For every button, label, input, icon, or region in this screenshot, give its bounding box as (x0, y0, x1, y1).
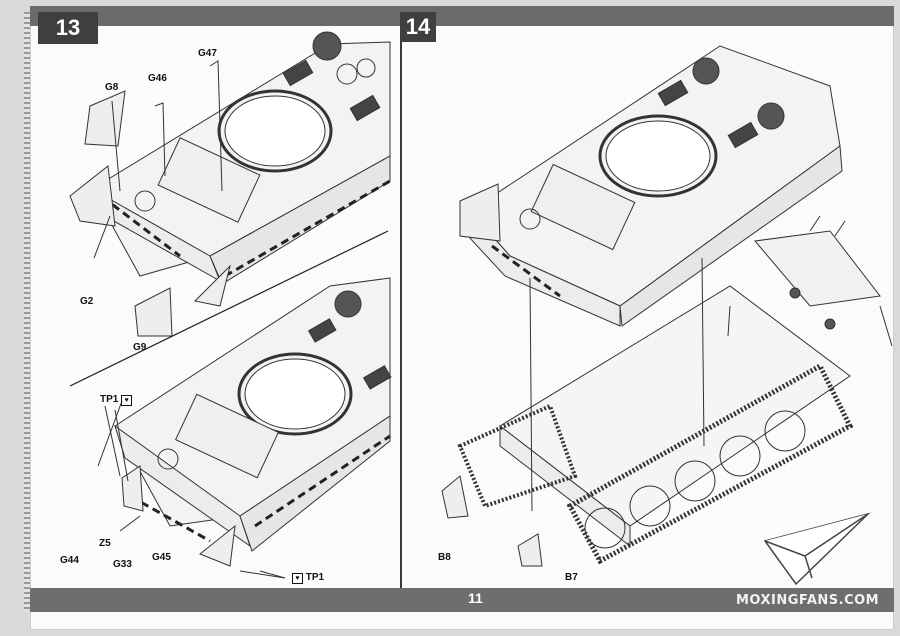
instruction-page: 13 14 (24, 6, 894, 630)
part-label-g2: G2 (80, 296, 94, 307)
step-13-badge: 13 (38, 12, 98, 44)
part-label-g47: G47 (198, 48, 217, 59)
part-label-g46: G46 (148, 73, 167, 84)
step-14-badge: 14 (400, 12, 436, 42)
part-label-g9: G9 (133, 342, 147, 353)
hull-rear-upper (69, 31, 391, 337)
track-left (457, 403, 578, 509)
hull-upper-step14 (459, 45, 843, 327)
hull-rear-lower (97, 277, 392, 579)
page-stack-edge (24, 12, 30, 612)
page-number: 11 (468, 590, 483, 606)
part-label-tp1-top: TP1 ♥ (100, 394, 133, 406)
watermark-text: MOXINGFANS.COM (736, 593, 880, 608)
footer-bar (30, 588, 894, 612)
track-right (566, 362, 854, 565)
hull-lower-tub (499, 215, 893, 548)
assembly-drawing (69, 31, 893, 586)
part-label-g33: G33 (113, 559, 132, 570)
top-header-bar (30, 6, 894, 26)
panel-divider (400, 26, 402, 588)
part-label-g8: G8 (105, 82, 119, 93)
glue-symbol-icon: ♥ (292, 573, 303, 584)
part-label-b8: B8 (438, 552, 451, 563)
part-label-z5: Z5 (99, 538, 111, 549)
part-label-tp1-bottom: ♥ TP1 (292, 572, 324, 584)
step-13-separator (69, 230, 389, 387)
part-label-g45: G45 (152, 552, 171, 563)
part-label-b7: B7 (565, 572, 578, 583)
glue-symbol-icon: ♥ (121, 395, 133, 406)
paper-plane-logo-icon (763, 512, 871, 586)
part-label-g44: G44 (60, 555, 79, 566)
